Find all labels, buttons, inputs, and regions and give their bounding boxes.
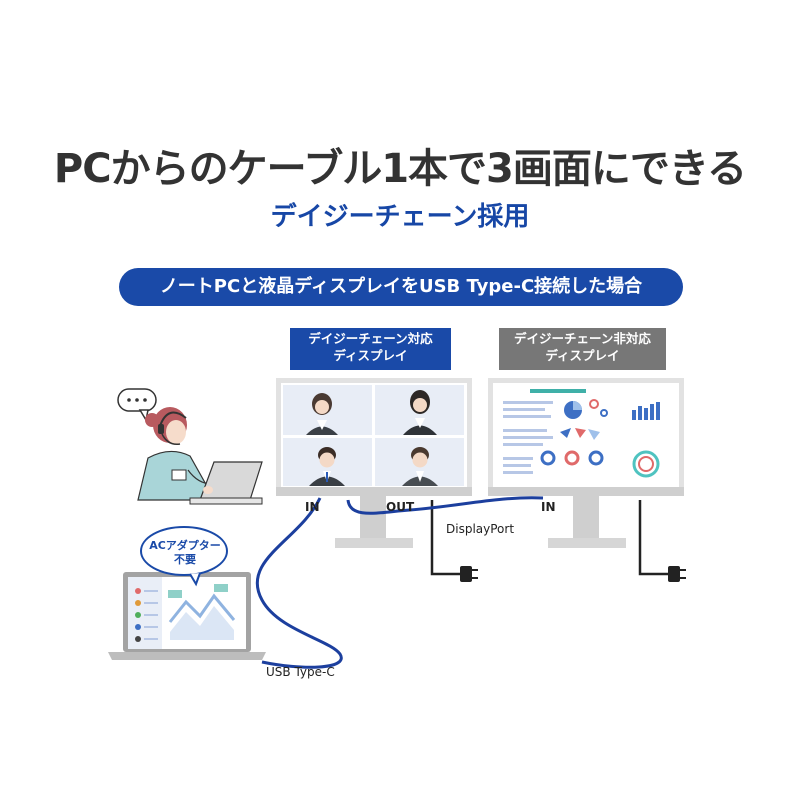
daisy-chain-supported-line1: デイジーチェーン対応 xyxy=(308,331,433,346)
left-monitor-power-cable xyxy=(430,500,478,582)
daisy-chain-supported-tag: デイジーチェーン対応 ディスプレイ xyxy=(290,328,451,370)
headline: PCからのケーブル1本で3画面にできる xyxy=(53,146,747,192)
video-participant-2 xyxy=(403,390,437,435)
right-monitor-power-cable xyxy=(638,500,686,582)
displayport-label: DisplayPort xyxy=(446,522,515,536)
video-participant-3 xyxy=(309,447,345,486)
usb-type-c-label: USB Type-C xyxy=(266,665,335,679)
ac-adapter-note-line1: ACアダプター xyxy=(149,539,221,552)
non-daisy-chain-monitor xyxy=(488,378,684,548)
daisy-chain-unsupported-line2: ディスプレイ xyxy=(545,348,620,363)
left-monitor-out-port-label: OUT xyxy=(386,500,415,514)
daisy-chain-monitor xyxy=(276,378,472,548)
daisy-chain-unsupported-tag: デイジーチェーン非対応 ディスプレイ xyxy=(499,328,666,370)
person-with-headset xyxy=(117,388,263,505)
ac-adapter-note: ACアダプター 不要 xyxy=(139,539,231,567)
daisy-chain-unsupported-line1: デイジーチェーン非対応 xyxy=(514,331,651,346)
usb-type-c-cable xyxy=(255,497,343,669)
daisy-chain-supported-line2: ディスプレイ xyxy=(333,348,408,363)
left-monitor-in-port-label: IN xyxy=(305,500,320,514)
video-participant-1 xyxy=(306,393,338,435)
notebook-pc xyxy=(108,572,266,660)
right-monitor-in-port-label: IN xyxy=(541,500,556,514)
displayport-cable xyxy=(346,496,544,515)
subheadline: デイジーチェーン採用 xyxy=(270,202,530,232)
connection-banner: ノートPCと液晶ディスプレイをUSB Type-C接続した場合 xyxy=(119,268,683,306)
ac-adapter-bubble xyxy=(140,526,228,587)
ac-adapter-note-line2: 不要 xyxy=(174,553,196,566)
video-participant-4 xyxy=(402,447,438,486)
